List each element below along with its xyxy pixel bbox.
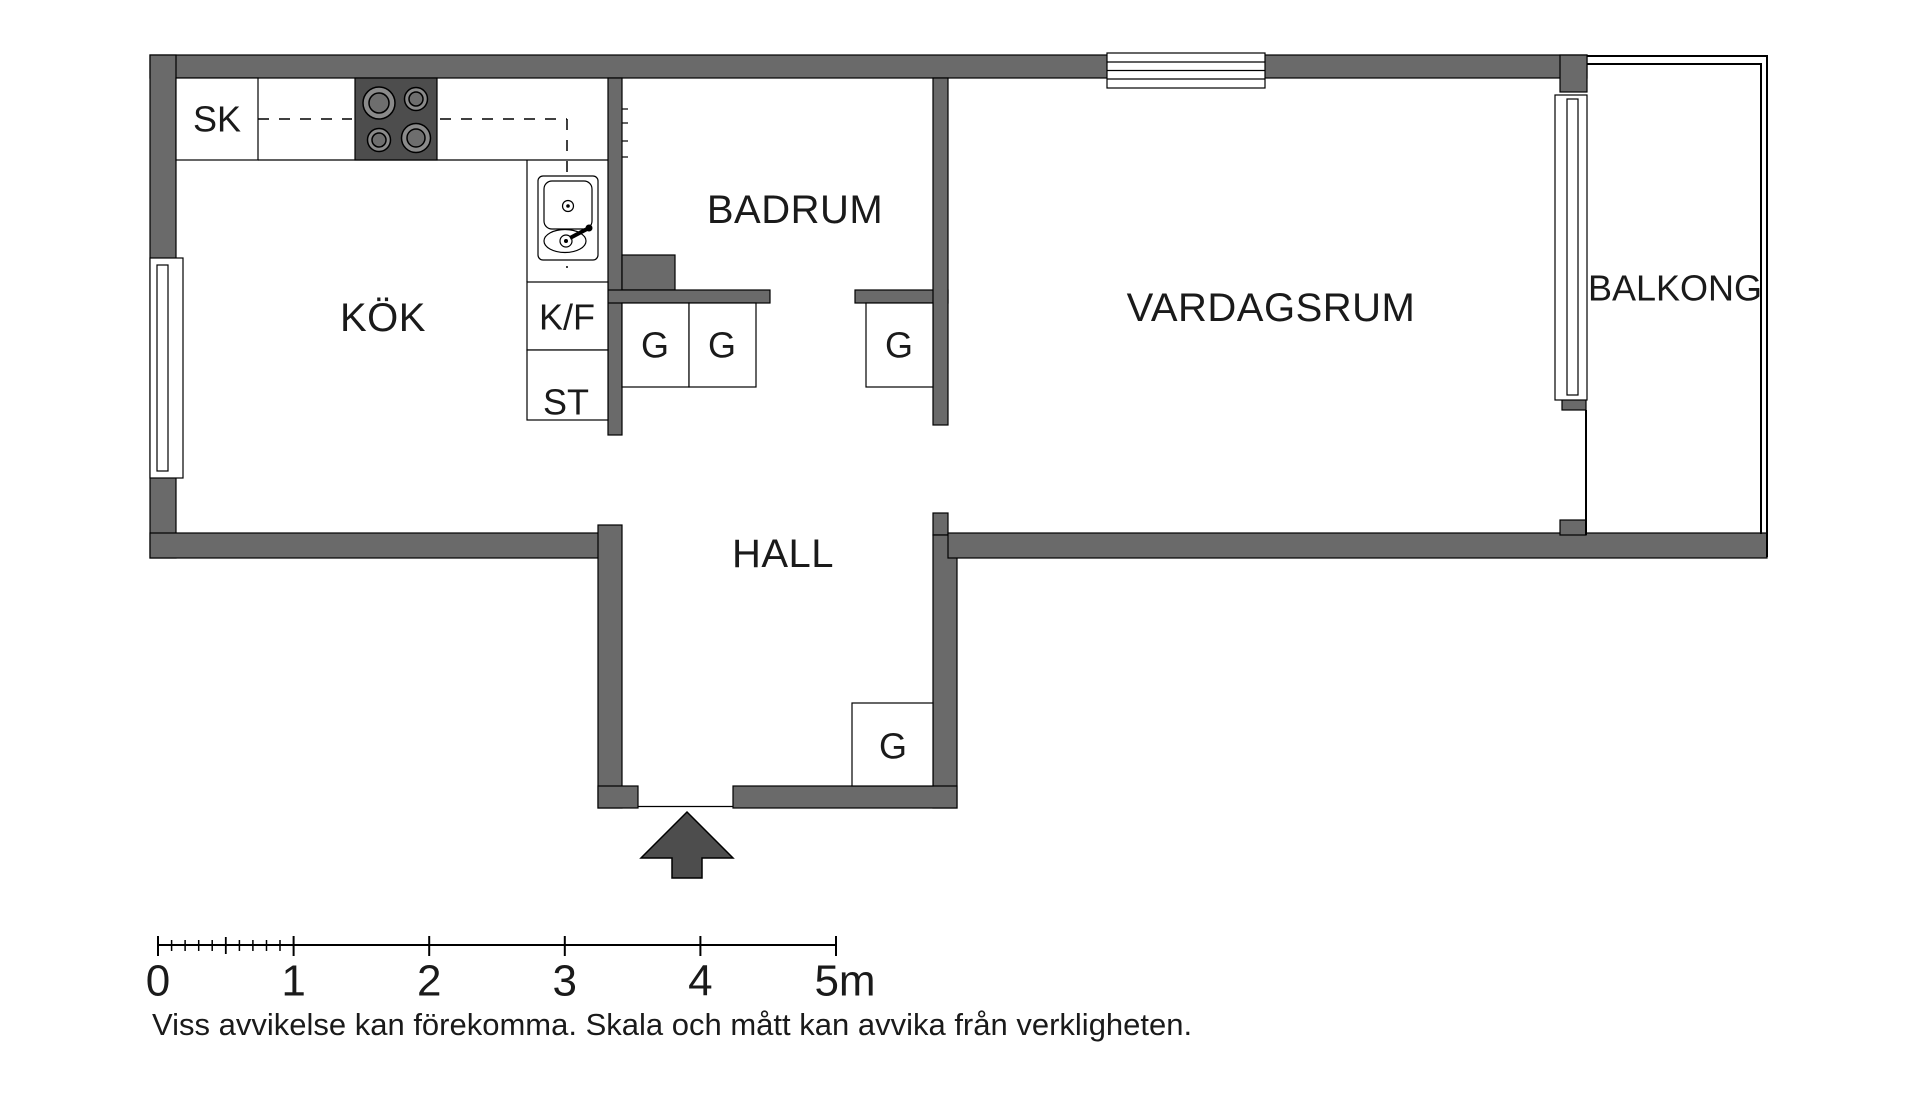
wall-badrum-step xyxy=(621,254,676,291)
kitchen-counter xyxy=(175,77,608,282)
label-kok: KÖK xyxy=(340,296,426,340)
top-window-icon xyxy=(1106,52,1266,89)
label-sk: SK xyxy=(193,99,241,140)
wall-kitchen-badrum xyxy=(607,77,623,436)
wall-hall-bottom-right xyxy=(732,785,958,809)
wall-kitchen-bottom xyxy=(149,532,609,559)
wall-hall-right xyxy=(932,534,958,809)
scale-label-5m: 5m xyxy=(814,956,875,1005)
scale-label-4: 4 xyxy=(688,956,712,1005)
fridge-freezer-box xyxy=(526,281,609,351)
wall-corridor-right-stub xyxy=(932,512,949,536)
disclaimer-text: Viss avvikelse kan förekomma. Skala och … xyxy=(152,1007,1192,1042)
label-wardrobe-3: G xyxy=(885,325,913,366)
label-vardagsrum: VARDAGSRUM xyxy=(1127,286,1416,330)
scale-label-3: 3 xyxy=(553,956,577,1005)
balcony-door-icon xyxy=(1554,94,1588,535)
wardrobe-box xyxy=(865,302,934,388)
scale-bar-labels: 0 1 2 3 4 5m xyxy=(146,956,876,1005)
scale-label-2: 2 xyxy=(417,956,441,1005)
wardrobe-box xyxy=(688,302,757,388)
sink-icon xyxy=(537,175,599,261)
wardrobes xyxy=(621,302,934,787)
entrance-arrow-icon xyxy=(639,810,735,879)
label-kf: K/F xyxy=(539,297,595,338)
balcony-railing xyxy=(1587,55,1768,557)
label-wardrobe-1: G xyxy=(641,325,669,366)
wall-right-bottom-stub xyxy=(1559,519,1587,536)
badrum-wall-marks xyxy=(622,108,628,158)
wardrobe-box xyxy=(621,302,690,388)
label-badrum: BADRUM xyxy=(707,188,883,232)
wall-vardagsrum-bottom xyxy=(947,532,1768,559)
label-wardrobe-2: G xyxy=(708,325,736,366)
scale-bar xyxy=(157,936,837,956)
stove-icon xyxy=(354,77,438,161)
label-wardrobe-4: G xyxy=(879,726,907,767)
cleaning-closet-box xyxy=(526,349,609,421)
sk-closet xyxy=(175,77,259,161)
label-hall: HALL xyxy=(732,532,834,576)
wall-badrum-bottom-left xyxy=(607,289,771,304)
wall-hall-left xyxy=(597,524,623,809)
scale-label-1: 1 xyxy=(281,956,305,1005)
wall-hall-bottom-left-stub xyxy=(597,785,639,809)
wall-badrum-right xyxy=(932,77,949,426)
label-balkong: BALKONG xyxy=(1588,268,1762,309)
wall-top xyxy=(149,54,1588,79)
label-st: ST xyxy=(543,382,589,423)
walls xyxy=(149,54,1768,809)
left-window-icon xyxy=(149,257,184,479)
wardrobe-box xyxy=(851,702,934,787)
wall-vardagsrum-right-top-block xyxy=(1559,54,1588,93)
scale-label-0: 0 xyxy=(146,956,170,1005)
